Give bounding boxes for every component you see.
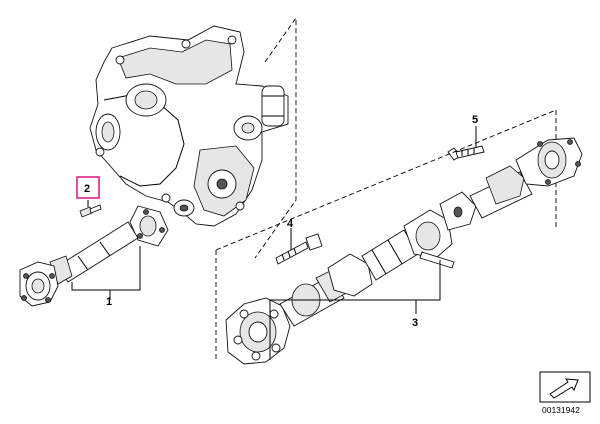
bolt-part-4[interactable] (275, 228, 323, 265)
front-drive-shaft-part-1[interactable] (19, 205, 169, 307)
callout-label-1[interactable]: 1 (106, 296, 112, 308)
callout-label-4[interactable]: 4 (287, 218, 294, 230)
svg-text:2: 2 (84, 183, 90, 195)
callout-label-5[interactable]: 5 (472, 114, 478, 126)
callout-label-3[interactable]: 3 (412, 317, 418, 329)
callout-label-2[interactable]: 2 (76, 176, 100, 199)
rear-drive-shaft-part-3[interactable] (215, 109, 583, 365)
document-number: 00131942 (542, 405, 580, 415)
transfer-case-housing (89, 16, 297, 259)
bolt-part-2[interactable] (79, 200, 102, 218)
callout-2-highlight-box (76, 176, 100, 199)
callout-3-leader (269, 260, 441, 360)
next-page-arrow-icon[interactable] (539, 371, 591, 403)
bolt-part-5[interactable] (447, 126, 485, 161)
svg-text:5: 5 (472, 114, 478, 126)
callout-1-leader (71, 246, 141, 300)
svg-text:4: 4 (287, 218, 294, 230)
svg-text:3: 3 (412, 317, 418, 329)
svg-text:1: 1 (106, 296, 112, 308)
